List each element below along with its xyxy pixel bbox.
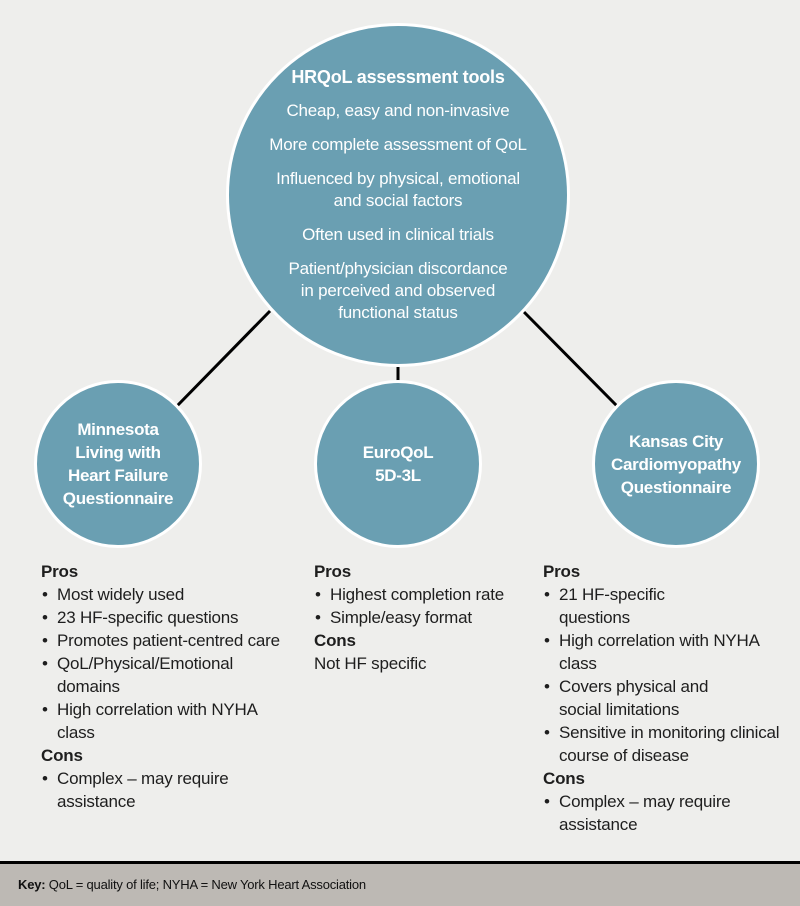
pros-heading: Pros (543, 562, 580, 581)
main-point: Influenced by physical, emotional and so… (276, 168, 520, 210)
pro-item: Covers physical and social limitations (543, 675, 749, 721)
key-footer: Key: QoL = quality of life; NYHA = New Y… (0, 864, 800, 906)
main-point: Patient/physician discordance in perceiv… (288, 258, 508, 322)
footer-divider (0, 861, 800, 864)
connector-right (522, 310, 619, 408)
pro-item: Most widely used (41, 583, 281, 606)
key-text: QoL = quality of life; NYHA = New York H… (45, 877, 366, 892)
pro-item: Highest completion rate (314, 583, 505, 606)
con-item: Complex – may require assistance (543, 790, 769, 836)
mlhfq-pros-cons: Pros Most widely used 23 HF-specific que… (41, 560, 281, 813)
cons-heading: Cons (314, 631, 356, 650)
tool-title-line: Minnesota (77, 420, 159, 439)
main-point: Cheap, easy and non-invasive (286, 100, 510, 120)
pros-heading: Pros (41, 562, 78, 581)
pro-item: 21 HF-specific questions (543, 583, 709, 629)
con-item: Complex – may require assistance (41, 767, 267, 813)
con-text: Not HF specific (314, 654, 427, 673)
pros-heading: Pros (314, 562, 351, 581)
tool-title: Minnesota Living with Heart Failure Ques… (62, 418, 174, 510)
key-label: Key: (18, 877, 46, 892)
connector-left (175, 309, 272, 408)
main-title: HRQoL assessment tools (291, 66, 505, 87)
tool-title-line: EuroQoL (362, 443, 434, 462)
tool-title: Kansas City Cardiomyopathy Questionnaire (611, 430, 741, 499)
tool-circle-kccq: Kansas City Cardiomyopathy Questionnaire (592, 380, 760, 548)
main-point: More complete assessment of QoL (269, 134, 527, 154)
tool-circle-mlhfq: Minnesota Living with Heart Failure Ques… (34, 380, 202, 548)
pro-item: High correlation with NYHA class (41, 698, 257, 744)
pro-item: 23 HF-specific questions (41, 606, 281, 629)
tool-title-line: Kansas City (628, 431, 724, 451)
euroqol-pros-cons: Pros Highest completion rate Simple/easy… (314, 560, 534, 675)
tool-circle-euroqol: EuroQoL 5D-3L (314, 380, 482, 548)
kccq-pros-cons: Pros 21 HF-specific questions High corre… (543, 560, 793, 836)
tool-title-line: Questionnaire (620, 477, 732, 497)
tool-title-line: Questionnaire (62, 489, 174, 508)
cons-heading: Cons (543, 769, 585, 788)
pro-item: QoL/Physical/Emotional domains (41, 652, 257, 698)
pro-item: Simple/easy format (314, 606, 534, 629)
tool-title: EuroQoL 5D-3L (363, 441, 434, 487)
cons-heading: Cons (41, 746, 83, 765)
main-circle-hrqol-tools: HRQoL assessment tools Cheap, easy and n… (226, 23, 570, 367)
main-point: Often used in clinical trials (302, 224, 494, 244)
pro-item: High correlation with NYHA class (543, 629, 759, 675)
connector-layer (175, 309, 619, 408)
tool-title-line: Living with (75, 443, 161, 462)
pro-item: Sensitive in monitoring clinical course … (543, 721, 799, 767)
pro-item: Promotes patient-centred care (41, 629, 281, 652)
tool-title-line: Cardiomyopathy (611, 454, 741, 474)
tool-title-line: 5D-3L (375, 466, 421, 485)
tool-title-line: Heart Failure (67, 466, 169, 485)
